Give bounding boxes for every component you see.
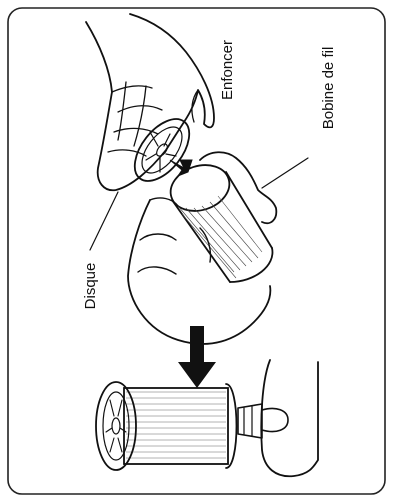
label-disc: Disque [82, 263, 99, 310]
label-spool: Bobine de fil [320, 47, 337, 130]
label-push: Enfoncer [219, 40, 236, 100]
